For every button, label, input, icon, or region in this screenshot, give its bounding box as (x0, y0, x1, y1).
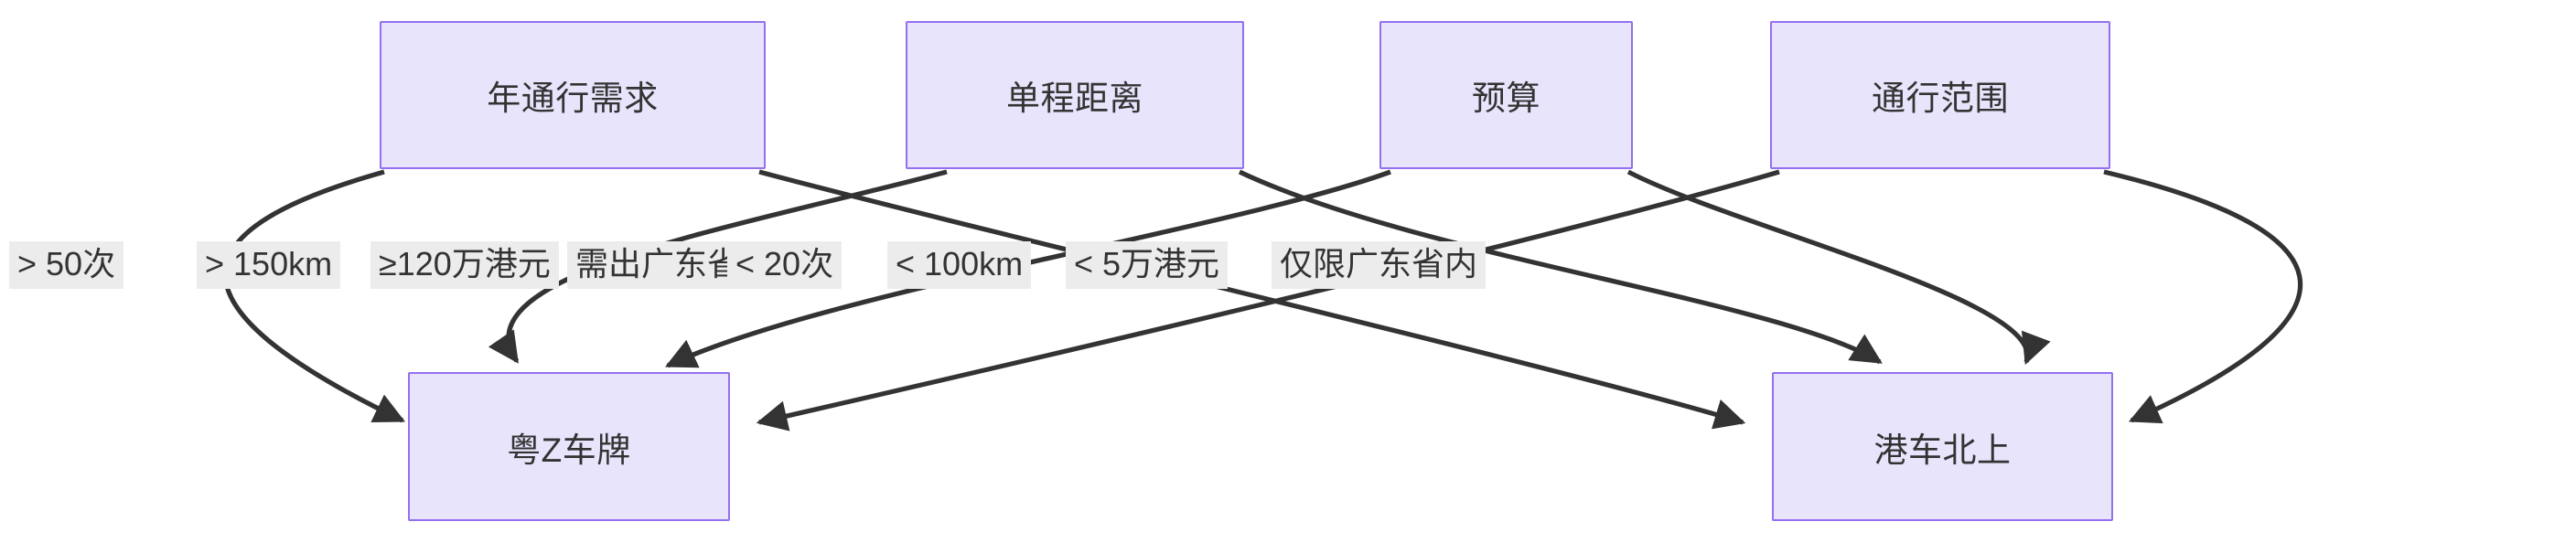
edge-label-text: 需出广东省 (575, 245, 741, 282)
edge-label-gt-50-trips: > 50次 (9, 241, 124, 289)
edge-label-text: > 150km (205, 245, 333, 282)
edge-label-text: < 5万港元 (1074, 245, 1220, 282)
edge-path (222, 169, 406, 423)
node-label: 港车北上 (1873, 431, 2012, 469)
edge-label-text: < 20次 (735, 245, 834, 282)
edge-path (2103, 169, 2303, 424)
node-travel-range[interactable]: 通行范围 (1770, 21, 2110, 169)
node-hk-cars-northbound[interactable]: 港车北上 (1772, 372, 2113, 521)
node-one-way-distance[interactable]: 单程距离 (906, 21, 1244, 169)
edge-path (1238, 169, 1883, 365)
node-label: 粤Z车牌 (507, 431, 631, 469)
edge-label-text: 仅限广东省内 (1280, 245, 1478, 282)
node-label: 单程距离 (1006, 80, 1143, 117)
edge-label-text: < 100km (896, 245, 1024, 282)
edge-label-lt-100km: < 100km (887, 241, 1032, 289)
edge-label-gte-120w-hkd: ≥120万港元 (370, 241, 559, 289)
node-annual-demand[interactable]: 年通行需求 (380, 21, 766, 169)
edge-label-guangdong-only: 仅限广东省内 (1272, 241, 1487, 289)
edge-path (1626, 169, 2051, 366)
node-budget[interactable]: 预算 (1379, 21, 1633, 169)
node-label: 通行范围 (1872, 80, 2009, 117)
node-yue-z-plate[interactable]: 粤Z车牌 (408, 372, 730, 521)
edge-path (758, 169, 1746, 430)
edge-label-lt-20-trips: < 20次 (727, 241, 843, 289)
edge-label-need-leave-guangdong: 需出广东省 (567, 241, 749, 289)
node-label: 预算 (1472, 80, 1540, 117)
edge-label-text: ≥120万港元 (379, 245, 551, 282)
edge-label-text: > 50次 (17, 245, 116, 282)
edge-label-lt-5w-hkd: < 5万港元 (1066, 241, 1229, 289)
edge-label-gt-150km: > 150km (197, 241, 341, 289)
node-label: 年通行需求 (487, 80, 659, 117)
